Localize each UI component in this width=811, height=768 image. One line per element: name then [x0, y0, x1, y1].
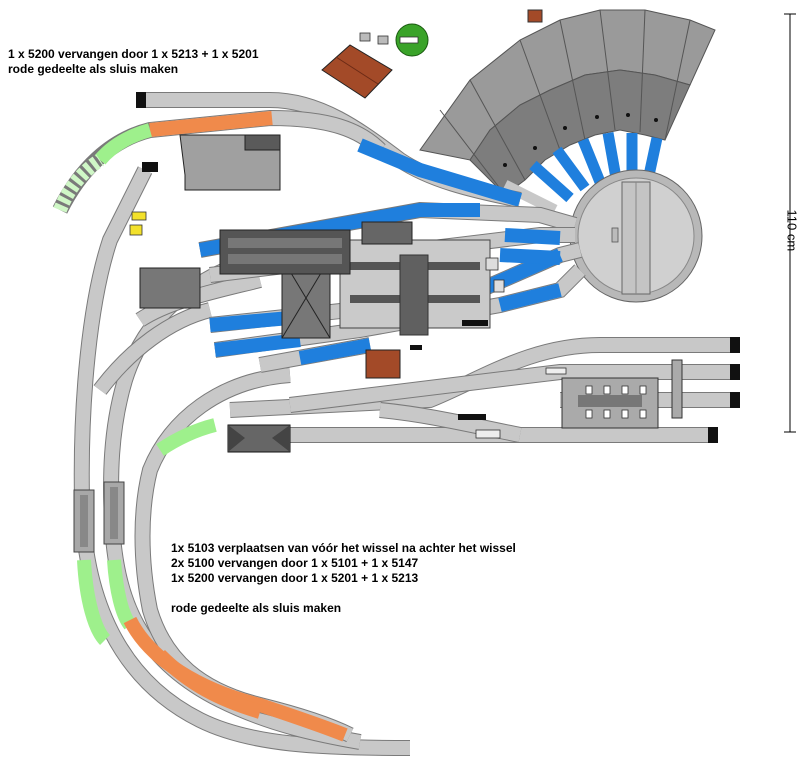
note-bottom-line-3: 1x 5200 vervangen door 1 x 5201 + 1 x 52… — [171, 571, 419, 585]
roundhouse — [419, 9, 716, 215]
track-network — [52, 92, 735, 756]
red-house — [321, 44, 393, 99]
shed-chimney — [527, 9, 543, 23]
turntable — [569, 169, 703, 303]
note-bottom-spacer — [171, 586, 516, 601]
note-bottom-line-2: 2x 5100 vervangen door 1 x 5101 + 1 x 51… — [171, 556, 419, 570]
loco-depot — [219, 229, 351, 275]
dimension-label: 110 cm — [784, 209, 800, 252]
structures — [73, 23, 683, 553]
note-top: 1 x 5200 vervangen door 1 x 5213 + 1 x 5… — [8, 47, 259, 77]
note-bottom: 1x 5103 verplaatsen van vóór het wissel … — [171, 541, 516, 616]
goods-shed — [139, 267, 201, 309]
yellow-marker — [131, 211, 147, 221]
note-top-line-2: rode gedeelte als sluis maken — [8, 62, 179, 76]
red-cottage — [365, 349, 401, 379]
dimension-line — [784, 13, 796, 433]
signal-box — [361, 221, 413, 245]
note-top-line-1: 1 x 5200 vervangen door 1 x 5213 + 1 x 5… — [8, 47, 259, 61]
note-bottom-line-5: rode gedeelte als sluis maken — [171, 601, 342, 615]
note-bottom-line-1: 1x 5103 verplaatsen van vóór het wissel … — [171, 541, 516, 555]
buffer-stops — [136, 92, 740, 443]
